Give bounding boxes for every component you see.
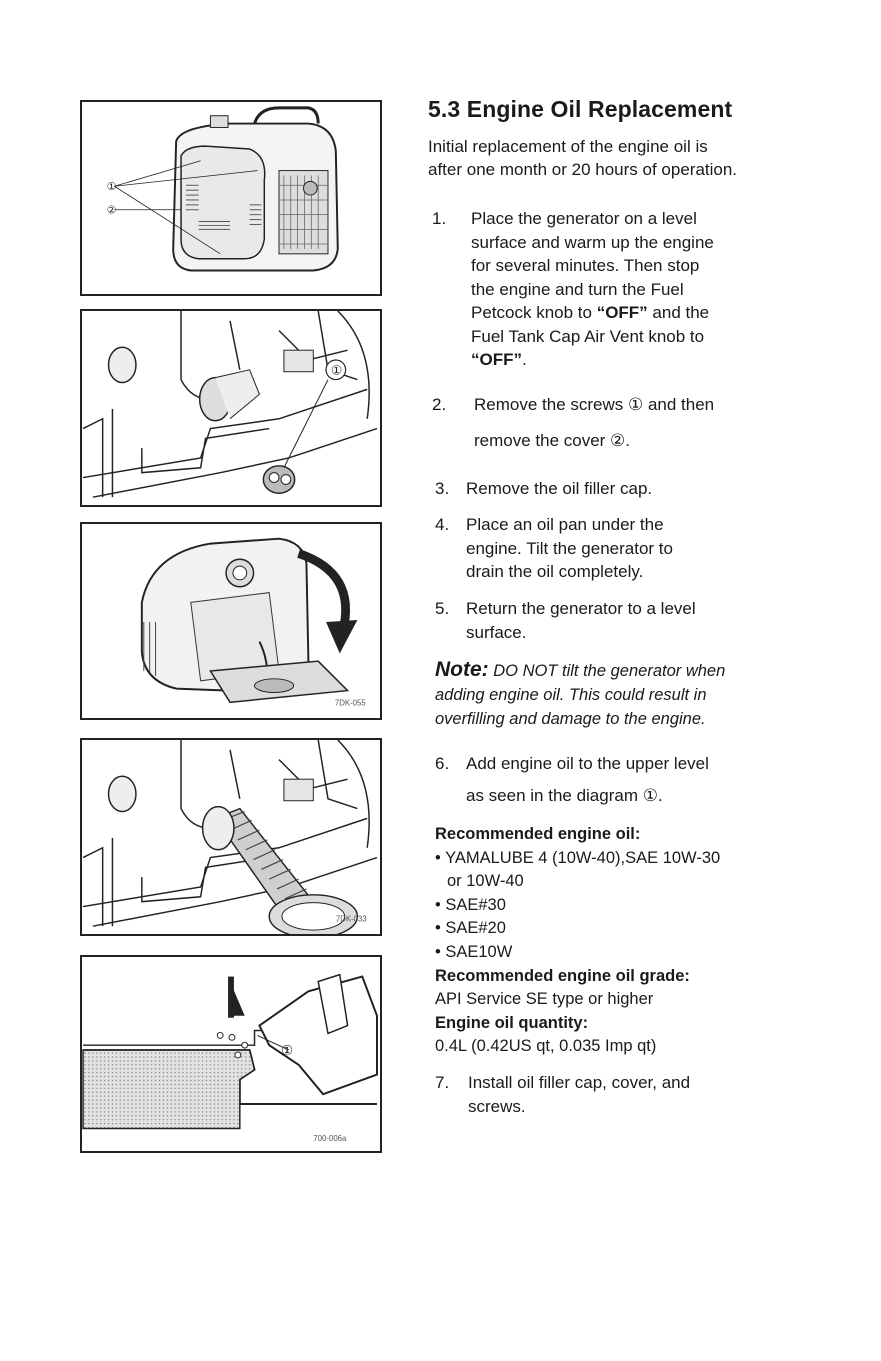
generator-illustration: ① ② (83, 102, 379, 294)
step-5: 5. Return the generator to a level surfa… (435, 597, 835, 645)
step-2: 2. Remove the screws ① and then remove t… (432, 393, 832, 453)
step-3: 3. Remove the oil filler cap. (435, 477, 835, 501)
step-line: drain the oil completely. (466, 562, 644, 581)
step-text: Return the generator to a level surface. (466, 597, 696, 644)
note-line: overfilling and damage to the engine. (435, 710, 706, 728)
figure-code: 7DK-055 (335, 698, 367, 707)
step-line: remove the cover ②. (474, 430, 631, 450)
step-6: 6. Add engine oil to the upper level as … (435, 752, 835, 812)
note-line: adding engine oil. This could result in (435, 686, 707, 704)
off-label: “OFF” (596, 303, 648, 322)
step-line: Place an oil pan under the (466, 515, 664, 534)
step-line: surface and warm up the engine (471, 232, 714, 252)
note-label: Note: (435, 658, 489, 681)
step-number: 3. (435, 479, 450, 498)
note-line: Note: DO NOT tilt the generator when (435, 658, 726, 681)
step-1: 1. Place the generator on a level surfac… (432, 207, 832, 377)
step-line: Place the generator on a level (471, 209, 697, 228)
step-line: screws. (468, 1096, 526, 1116)
filler-cap-illustration: ① (82, 311, 379, 505)
step-number: 6. (435, 754, 450, 773)
step-line: Add engine oil to the upper level (466, 754, 709, 773)
callout-1: ① (107, 180, 117, 193)
recommended-oil-heading: Recommended engine oil: (435, 825, 641, 843)
figure-oil-level: ① 700-006a (80, 955, 382, 1153)
oil-quantity: 0.4L (0.42US qt, 0.035 Imp qt) (435, 1037, 657, 1056)
oil-item: • SAE#20 (435, 919, 506, 938)
figure-filler-cap: ① (80, 309, 382, 507)
step-line: Return the generator to a level (466, 599, 696, 618)
step-line: Remove the screws ① and then (474, 395, 715, 414)
step-text: Place an oil pan under the engine. Tilt … (466, 513, 673, 584)
callout-1: ① (331, 364, 342, 379)
oil-grade: API Service SE type or higher (435, 990, 654, 1009)
step-text: Add engine oil to the upper level as see… (466, 752, 709, 807)
intro-line: Initial replacement of the engine oil is (428, 137, 708, 156)
step-line: engine. Tilt the generator to (466, 538, 673, 558)
step-line: the engine and turn the Fuel (471, 279, 684, 299)
text-column: 5.3 Engine Oil Replacement Initial repla… (428, 96, 848, 181)
oil-grade-heading: Recommended engine oil grade: (435, 966, 690, 985)
off-label: “OFF” (471, 350, 522, 369)
callout-2: ② (107, 204, 117, 217)
oil-info: Recommended engine oil: • YAMALUBE 4 (10… (435, 823, 875, 1059)
oil-item: • SAE#30 (435, 895, 506, 914)
figure-add-oil: 7DK-033 (80, 738, 382, 936)
step-number: 2. (432, 395, 447, 414)
step-line: surface. (466, 622, 527, 642)
figure-generator-cover: ① ② (80, 100, 382, 296)
step-line: Install oil filler cap, cover, and (468, 1073, 691, 1092)
section-title: 5.3 Engine Oil Replacement (428, 96, 733, 122)
oil-level-illustration: ① 700-006a (82, 957, 379, 1151)
callout-1: ① (281, 1043, 293, 1059)
intro-paragraph: Initial replacement of the engine oil is… (428, 135, 848, 181)
step-line: for several minutes. Then stop (471, 256, 700, 275)
oil-item: or 10W-40 (447, 872, 524, 891)
oil-quantity-heading: Engine oil quantity: (435, 1013, 589, 1032)
add-oil-illustration: 7DK-033 (82, 740, 379, 934)
figure-code: 700-006a (313, 1134, 347, 1143)
step-text: Install oil filler cap, cover, and screw… (468, 1071, 690, 1118)
step-number: 4. (435, 515, 450, 534)
figure-drain-oil: 7DK-055 (80, 522, 382, 720)
drain-oil-illustration: 7DK-055 (83, 524, 379, 718)
step-line: “OFF”. (471, 350, 527, 369)
step-number: 1. (432, 209, 447, 228)
note-block: Note: DO NOT tilt the generator when add… (435, 658, 855, 731)
oil-item: • SAE10W (435, 942, 513, 961)
step-text: Remove the screws ① and then remove the … (474, 393, 714, 452)
step-4: 4. Place an oil pan under the engine. Ti… (435, 513, 835, 585)
step-text: Remove the oil filler cap. (466, 479, 653, 498)
step-line: Fuel Tank Cap Air Vent knob to (471, 326, 705, 346)
oil-item: • YAMALUBE 4 (10W-40),SAE 10W-30 (435, 848, 721, 867)
step-number: 7. (435, 1073, 450, 1092)
step-line: as seen in the diagram ①. (466, 785, 663, 805)
step-line: Petcock knob to “OFF” and the (471, 303, 710, 322)
step-text: Place the generator on a level surface a… (471, 207, 714, 372)
intro-line: after one month or 20 hours of operation… (428, 160, 738, 179)
step-number: 5. (435, 599, 450, 618)
figure-code: 7DK-033 (336, 914, 368, 923)
step-7: 7. Install oil filler cap, cover, and sc… (435, 1071, 835, 1119)
